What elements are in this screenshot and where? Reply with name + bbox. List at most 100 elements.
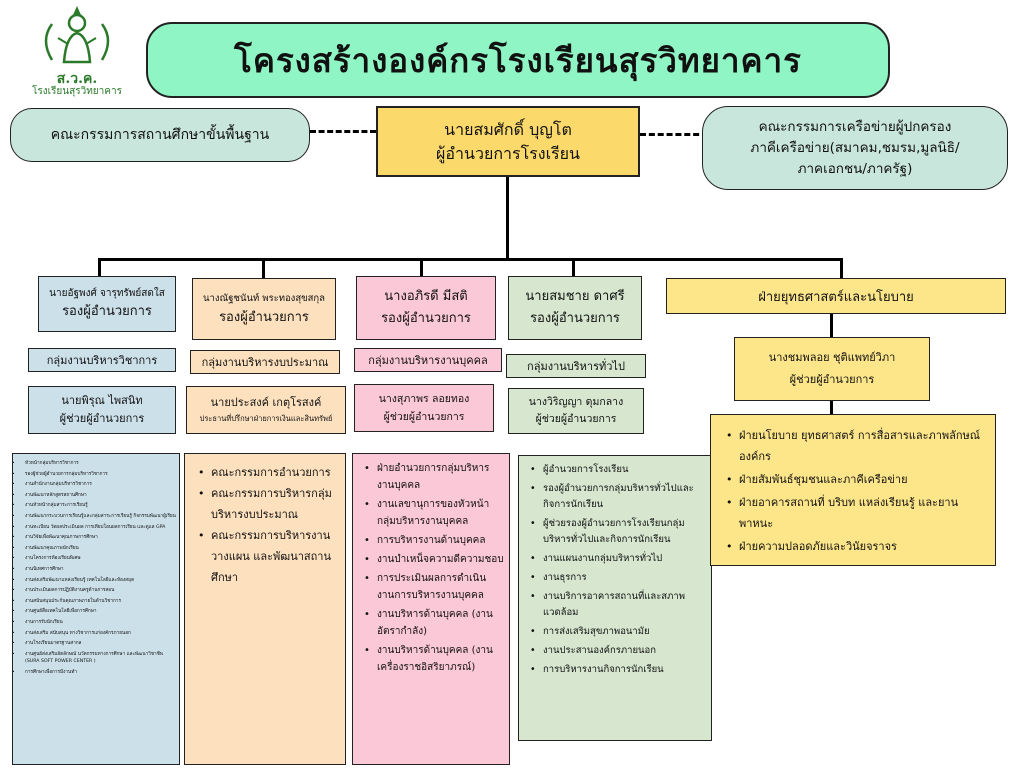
- connector-horizontal-bus: [98, 258, 843, 261]
- connector-col2: [262, 258, 265, 278]
- task-academic-item: งานส่งเสริม สนับสนุน ทางวิชาการแก่องค์กร…: [12, 630, 176, 638]
- task-general-item: งานบริการอาคารสถานที่และสภาพแวดล้อม: [530, 589, 707, 621]
- task-academic-item: การศึกษาเพื่อการมีงานทำ: [12, 669, 176, 677]
- task-strategy-item: ฝ่ายนโยบาย ยุทธศาสตร์ การสื่อสารและภาพลั…: [726, 425, 985, 467]
- task-academic-item: งานวิจัยเพื่อพัฒนาคุณภาพการศึกษา: [12, 534, 176, 542]
- task-budget-item: คณะกรรมการอำนวยการ: [198, 462, 339, 483]
- tasks-budget-list: คณะกรรมการอำนวยการ คณะกรรมการบริหารกลุ่ม…: [193, 462, 339, 588]
- task-strategy-item: ฝ่ายสัมพันธ์ชุมชนและภาคีเครือข่าย: [726, 469, 985, 490]
- deputy-budget-name: นางณัฐชนันท์ พระทองสุขสกุล: [203, 293, 325, 304]
- task-budget-item: คณะกรรมการบริหารกลุ่มบริหารงบประมาณ: [198, 483, 339, 525]
- page-title: โครงสร้างองค์กรโรงเรียนสุรวิทยาคาร: [234, 40, 802, 80]
- tasks-strategy-box: ฝ่ายนโยบาย ยุทธศาสตร์ การสื่อสารและภาพลั…: [710, 414, 996, 566]
- task-personnel-item: งานเลขานุการของหัวหน้ากลุ่มบริหารงานบุคค…: [364, 496, 505, 530]
- director-position: ผู้อำนวยการโรงเรียน: [436, 143, 580, 163]
- tasks-strategy-list: ฝ่ายนโยบาย ยุทธศาสตร์ การสื่อสารและภาพลั…: [721, 425, 985, 559]
- logo-school-name: โรงเรียนสุรวิทยาคาร: [32, 86, 122, 97]
- task-academic-item: งานสนับสนุนประกันคุณภาพภายในด้านวิชาการ: [12, 598, 176, 606]
- connector-col5-a: [830, 313, 833, 337]
- group-budget-label: กลุ่มงานบริหารงบประมาณ: [201, 356, 329, 369]
- committee-basic-education-label: คณะกรรมการสถานศึกษาขั้นพื้นฐาน: [50, 127, 270, 143]
- connector-col4: [572, 258, 575, 276]
- task-academic-item: งานโครงการห้องเรียนพิเศษ: [12, 555, 176, 563]
- strategy-header-label: ฝ่ายยุทธศาสตร์และนโยบาย: [758, 289, 914, 305]
- task-academic-item: งานศูนย์ส่งเสริมอัตลักษณ์ นวัตกรรมทางการ…: [12, 651, 176, 666]
- task-personnel-item: การประเมินผลการดำเนินงานการบริหารงานบุคค…: [364, 570, 505, 604]
- assistant-general-position: ผู้ช่วยผู้อำนวยการ: [535, 413, 617, 425]
- page-title-banner: โครงสร้างองค์กรโรงเรียนสุรวิทยาคาร: [146, 22, 890, 98]
- deity-emblem-icon: [44, 6, 110, 64]
- deputy-academic-position: รองผู้อำนวยการ: [62, 304, 152, 319]
- assistant-academic-position: ผู้ช่วยผู้อำนวยการ: [59, 412, 145, 425]
- deputy-personnel-position: รองผู้อำนวยการ: [381, 311, 471, 326]
- task-general-item: งานประสานองค์กรภายนอก: [530, 643, 707, 659]
- task-academic-item: งานพัฒนาหลักสูตรสถานศึกษา: [12, 492, 176, 500]
- tasks-personnel-box: ฝ่ายอำนวยการกลุ่มบริหารงานบุคคล งานเลขาน…: [352, 453, 510, 765]
- task-general-item: การบริหารงานกิจการนักเรียน: [530, 662, 707, 678]
- task-general-item: รองผู้อำนวยการกลุ่มบริหารทั่วไปและกิจการ…: [530, 481, 707, 513]
- connector-col3: [420, 258, 423, 276]
- assistant-personnel-box: นางสุภาพร ลอยทอง ผู้ช่วยผู้อำนวยการ: [354, 384, 494, 432]
- deputy-academic-name: นายอัฐพงศ์ จารุทรัพย์สดใส: [49, 288, 165, 299]
- task-academic-item: รองผู้ช่วยผู้อำนวยการกลุ่มบริหารวิชาการ: [12, 471, 176, 479]
- task-academic-item: งานพัฒนากระบวนการเรียนรู้และกลุ่มสาระการ…: [12, 513, 176, 521]
- connector-director-trunk: [506, 177, 509, 260]
- group-academic-box: กลุ่มงานบริหารวิชาการ: [28, 348, 176, 372]
- tasks-academic-box: หัวหน้ากลุ่มบริหารวิชาการ รองผู้ช่วยผู้อ…: [12, 453, 180, 765]
- task-academic-item: งานส่งเสริมพัฒนาแหล่งเรียนรู้ เทคโนโลยีแ…: [12, 577, 176, 585]
- task-academic-item: งานโรงเรียนมาตรฐานสากล: [12, 640, 176, 648]
- committee-basic-education: คณะกรรมการสถานศึกษาขั้นพื้นฐาน: [10, 108, 310, 162]
- deputy-academic-box: นายอัฐพงศ์ จารุทรัพย์สดใส รองผู้อำนวยการ: [38, 276, 176, 332]
- task-personnel-item: งานบริหารด้านบุคคล (งานเครื่องราชอิสริยา…: [364, 642, 505, 676]
- assistant-strategy-box: นางชมพลอย ชุติแพทย์วิภา ผู้ช่วยผู้อำนวยก…: [734, 337, 930, 401]
- task-strategy-item: ฝ่ายความปลอดภัยและวินัยจราจร: [726, 536, 985, 557]
- deputy-general-box: นายสมชาย ดาศรี รองผู้อำนวยการ: [508, 276, 642, 340]
- task-strategy-item: ฝ่ายอาคารสถานที่ บริบท แหล่งเรียนรู้ และ…: [726, 492, 985, 534]
- task-academic-item: งานหัวหน้ากลุ่มสาระการเรียนรู้: [12, 502, 176, 510]
- director-name: นายสมศักดิ์ บุญโต: [444, 119, 572, 139]
- assistant-budget-position: ประธานที่ปรึกษาฝ่ายการเงินและสินทรัพย์: [199, 414, 333, 423]
- group-personnel-box: กลุ่มงานบริหารงานบุคคล: [354, 348, 502, 372]
- tasks-academic-list: หัวหน้ากลุ่มบริหารวิชาการ รองผู้ช่วยผู้อ…: [12, 460, 176, 679]
- assistant-general-name: นางวิริญญา ดุมกลาง: [528, 396, 624, 408]
- assistant-academic-box: นายพิรุณ ไพสนิท ผู้ช่วยผู้อำนวยการ: [28, 386, 176, 434]
- deputy-general-name: นายสมชาย ดาศรี: [525, 289, 625, 304]
- task-general-item: ผู้ช่วยรองผู้อำนวยการโรงเรียนกลุ่มบริหาร…: [530, 516, 707, 548]
- logo-seal-text: ส.ว.ค.: [56, 71, 98, 87]
- assistant-general-box: นางวิริญญา ดุมกลาง ผู้ช่วยผู้อำนวยการ: [508, 388, 644, 434]
- assistant-budget-box: นายประสงค์ เกตุโรสงค์ ประธานที่ปรึกษาฝ่า…: [186, 386, 346, 434]
- group-academic-label: กลุ่มงานบริหารวิชาการ: [46, 354, 158, 367]
- connector-col5: [840, 258, 843, 278]
- tasks-general-box: ผู้อำนวยการโรงเรียน รองผู้อำนวยการกลุ่มบ…: [518, 455, 712, 741]
- assistant-budget-name: นายประสงค์ เกตุโรสงค์: [210, 396, 322, 409]
- committee-parent-network: คณะกรรมการเครือข่ายผู้ปกครอง ภาคีเครือข่…: [702, 106, 1008, 190]
- tasks-general-list: ผู้อำนวยการโรงเรียน รองผู้อำนวยการกลุ่มบ…: [525, 462, 707, 681]
- group-general-label: กลุ่มงานบริหารทั่วไป: [527, 360, 625, 373]
- committee-network-line3: ภาคเอกชน/ภาครัฐ): [797, 160, 913, 177]
- task-personnel-item: งานบริหารด้านบุคคล (งานอัตรากำลัง): [364, 606, 505, 640]
- dashed-link-right: [640, 133, 708, 136]
- task-personnel-item: การบริหารงานด้านบุคคล: [364, 532, 505, 549]
- director-box: นายสมศักดิ์ บุญโต ผู้อำนวยการโรงเรียน: [376, 106, 640, 177]
- strategy-header-box: ฝ่ายยุทธศาสตร์และนโยบาย: [666, 278, 1006, 314]
- connector-col5-b: [830, 400, 833, 414]
- task-general-item: งานธุรการ: [530, 570, 707, 586]
- task-academic-item: หัวหน้ากลุ่มบริหารวิชาการ: [12, 460, 176, 468]
- task-academic-item: งานพัฒนาคุณภาพนักเรียน: [12, 545, 176, 553]
- assistant-strategy-position: ผู้ช่วยผู้อำนวยการ: [789, 373, 875, 386]
- task-academic-item: งานสำนักงานกลุ่มบริหารวิชาการ: [12, 481, 176, 489]
- deputy-general-position: รองผู้อำนวยการ: [530, 311, 620, 326]
- assistant-personnel-name: นางสุภาพร ลอยทอง: [378, 393, 470, 405]
- committee-network-line1: คณะกรรมการเครือข่ายผู้ปกครอง: [758, 118, 952, 135]
- task-personnel-item: งานบำเหน็จความดีความชอบ: [364, 551, 505, 568]
- task-budget-item: คณะกรรมการบริหารงานวางแผน และพัฒนาสถานศึ…: [198, 525, 339, 588]
- group-personnel-label: กลุ่มงานบริหารงานบุคคล: [368, 354, 488, 367]
- connector-col1: [98, 258, 101, 276]
- task-academic-item: งานนิเทศการศึกษา: [12, 566, 176, 574]
- assistant-academic-name: นายพิรุณ ไพสนิท: [61, 394, 143, 407]
- tasks-budget-box: คณะกรรมการอำนวยการ คณะกรรมการบริหารกลุ่ม…: [184, 453, 346, 765]
- deputy-personnel-box: นางอภิรดี มีสติ รองผู้อำนวยการ: [356, 276, 496, 340]
- deputy-personnel-name: นางอภิรดี มีสติ: [384, 289, 468, 304]
- tasks-personnel-list: ฝ่ายอำนวยการกลุ่มบริหารงานบุคคล งานเลขาน…: [359, 460, 505, 678]
- group-general-box: กลุ่มงานบริหารทั่วไป: [506, 354, 646, 378]
